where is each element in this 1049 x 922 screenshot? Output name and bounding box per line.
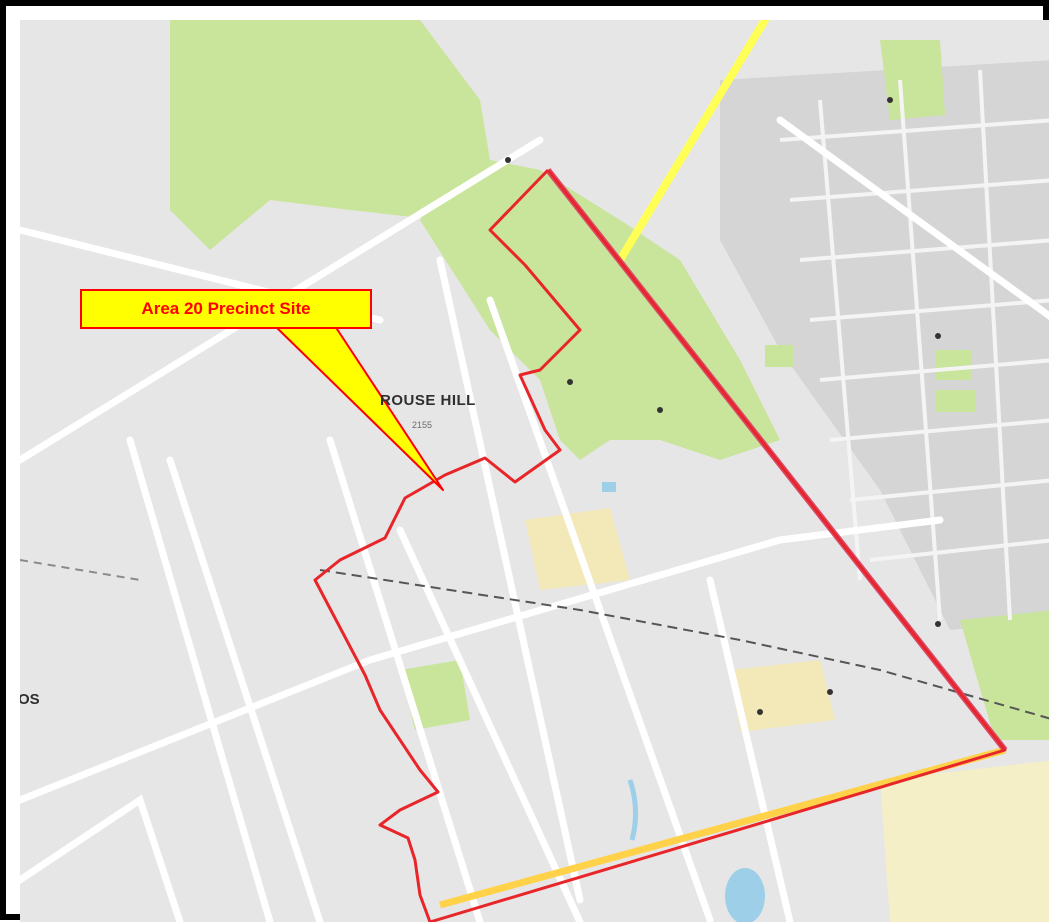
park-urban-3: [935, 390, 975, 412]
main-road-yellow: [616, 20, 769, 264]
precinct-boundary-east: [429, 169, 1007, 922]
precinct-callout: Area 20 Precinct Site: [80, 289, 372, 329]
map-viewport[interactable]: ROUSE HILL 2155 OS Area 20 Precinct Site: [20, 20, 1049, 922]
callout-label: Area 20 Precinct Site: [141, 299, 311, 318]
park-top-right: [880, 40, 945, 120]
water-dam: [725, 868, 765, 922]
map-pins: [505, 97, 941, 715]
edge-place-label: OS: [20, 691, 40, 708]
park-urban-1: [765, 345, 793, 367]
trail-line: [20, 559, 141, 581]
park-top-left: [170, 20, 490, 250]
urban-streets: [779, 69, 1049, 621]
street-map[interactable]: [20, 20, 1049, 922]
park-central: [420, 160, 780, 460]
postcode-label: 2155: [412, 420, 433, 430]
precinct-boundary-west: [313, 168, 582, 922]
railway-line: [319, 569, 1049, 720]
suburb-label: ROUSE HILL: [380, 392, 476, 409]
water-pond: [602, 482, 616, 492]
park-right-edge: [960, 610, 1049, 740]
reserve-bottom-right: [880, 760, 1049, 922]
main-road-bottom: [439, 746, 1006, 909]
water-creek: [627, 779, 638, 841]
reserve-lower: [730, 660, 835, 732]
park-urban-2: [935, 350, 971, 380]
